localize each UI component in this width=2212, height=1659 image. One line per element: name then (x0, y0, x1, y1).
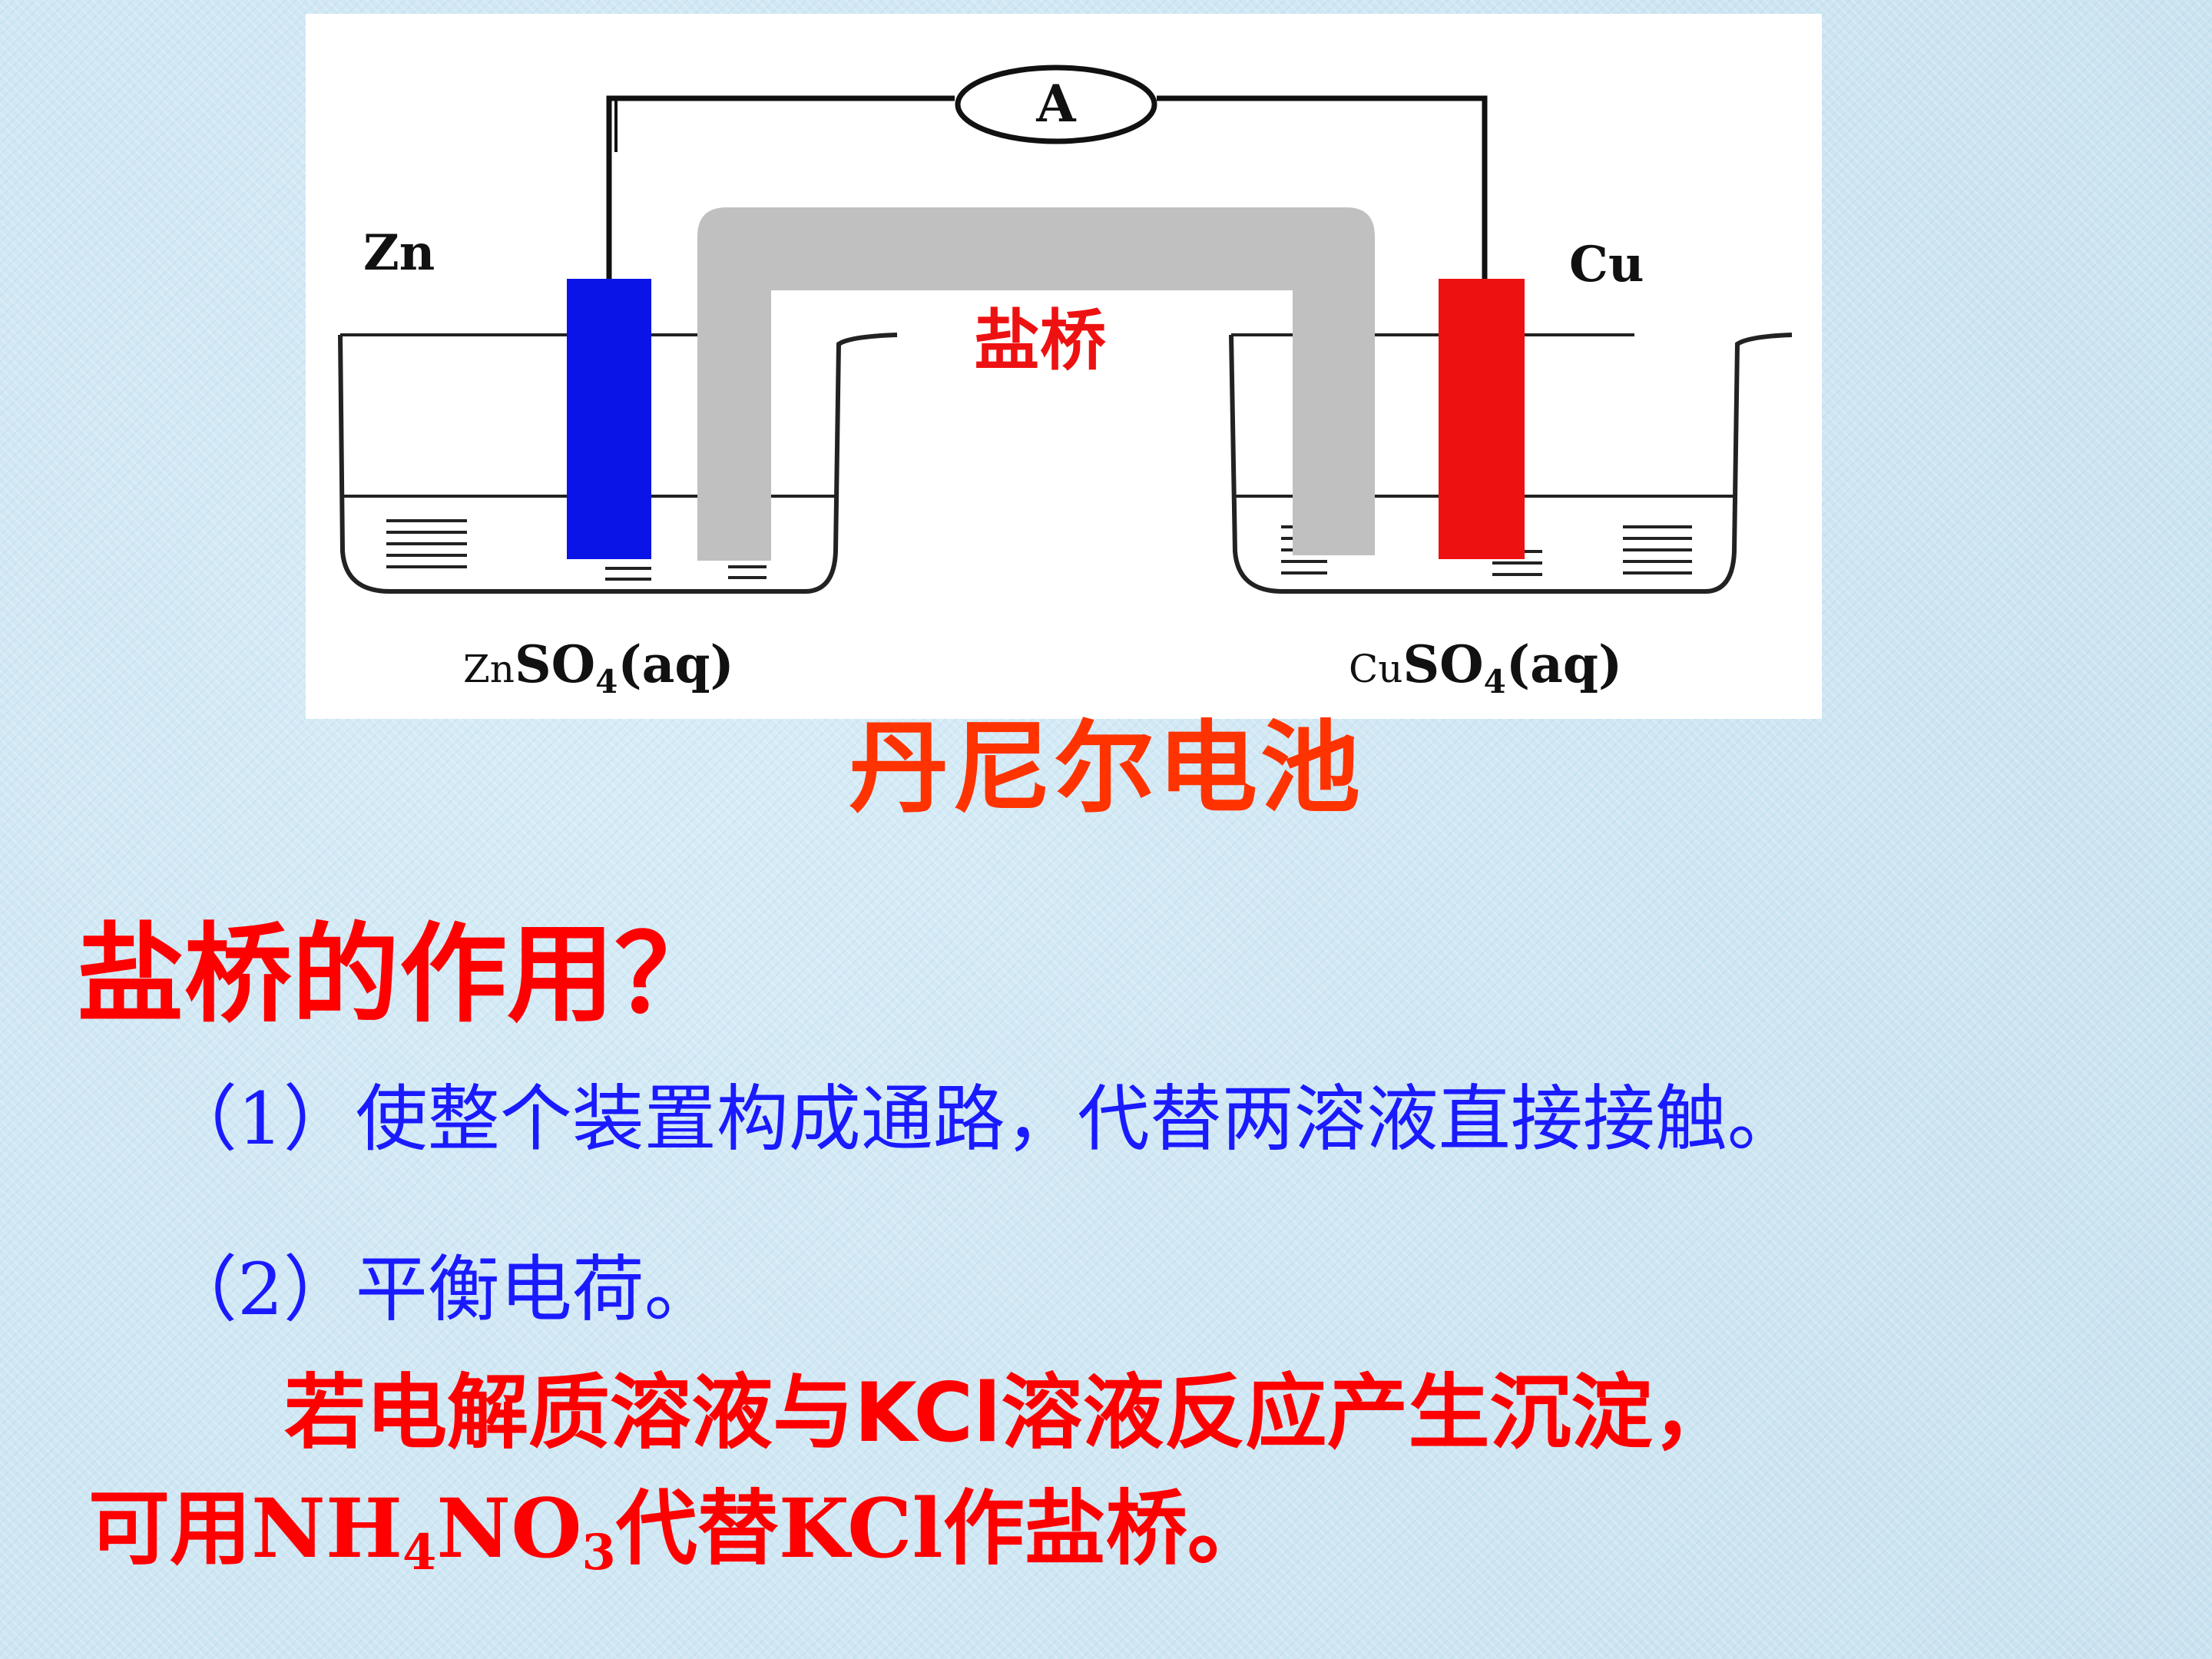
formula-sub-4: 4 (402, 1522, 437, 1581)
left-wire (606, 95, 955, 279)
right-solution-main: SO (1402, 634, 1483, 694)
function-point-2: （2）平衡电荷。 (165, 1248, 717, 1332)
note-line-2: 可用NH4NO3代替KCl作盐桥。 (88, 1479, 1269, 1579)
left-solution-main: SO (515, 634, 595, 694)
note-line-1: 若电解质溶液与KCl溶液反应产生沉淀， (284, 1366, 1734, 1460)
galvanic-cell-diagram: A (306, 14, 1822, 719)
note-text-b: 代替 (615, 1482, 779, 1576)
cell-drawing: A (338, 65, 1793, 700)
left-beaker (338, 333, 898, 594)
note-text-a: 可用 (88, 1482, 251, 1576)
right-solution-label: CuSO4(aq) (1349, 634, 1622, 700)
right-beaker (1229, 333, 1793, 594)
salt-bridge-label: 盐桥 (974, 303, 1106, 379)
cell-caption: 丹尼尔电池 (848, 710, 1363, 826)
zinc-electrode (567, 279, 651, 559)
left-solution-sub: 4 (595, 663, 618, 700)
question-heading: 盐桥的作用？ (77, 912, 723, 1038)
copper-electrode (1439, 279, 1525, 559)
ammeter-label: A (1035, 74, 1076, 134)
left-solution-prefix: Zn (463, 647, 515, 691)
right-solution-prefix: Cu (1349, 647, 1402, 691)
right-wire (1157, 95, 1488, 279)
left-solution-suffix: (aq) (618, 634, 733, 694)
right-solution-suffix: (aq) (1506, 634, 1622, 694)
zinc-label: Zn (363, 224, 435, 282)
kcl-formula: KCl (778, 1480, 943, 1576)
salt-bridge (697, 207, 1375, 561)
right-solution-sub: 4 (1484, 663, 1506, 700)
formula-sub-3: 3 (581, 1522, 616, 1581)
function-point-1: （1）使整个装置构成通路，代替两溶液直接接触。 (165, 1078, 1800, 1161)
left-solution-label: ZnSO4(aq) (463, 634, 734, 700)
ammeter (955, 65, 1157, 144)
copper-label: Cu (1569, 236, 1644, 293)
nh4no3-formula: NH4NO3 (251, 1480, 616, 1576)
formula-nh: NH (251, 1480, 403, 1576)
formula-no: NO (436, 1480, 582, 1576)
note-text-c: 作盐桥。 (942, 1482, 1269, 1576)
